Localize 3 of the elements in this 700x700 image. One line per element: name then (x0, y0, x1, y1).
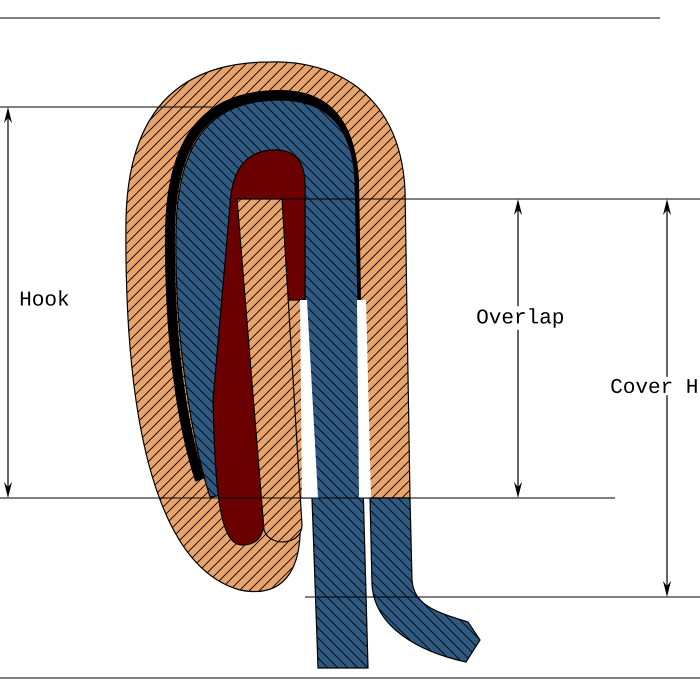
dimension-label: Hook (17, 288, 72, 308)
dimension-label: Overlap (474, 306, 566, 330)
dimension-label: Cover H (608, 376, 700, 396)
